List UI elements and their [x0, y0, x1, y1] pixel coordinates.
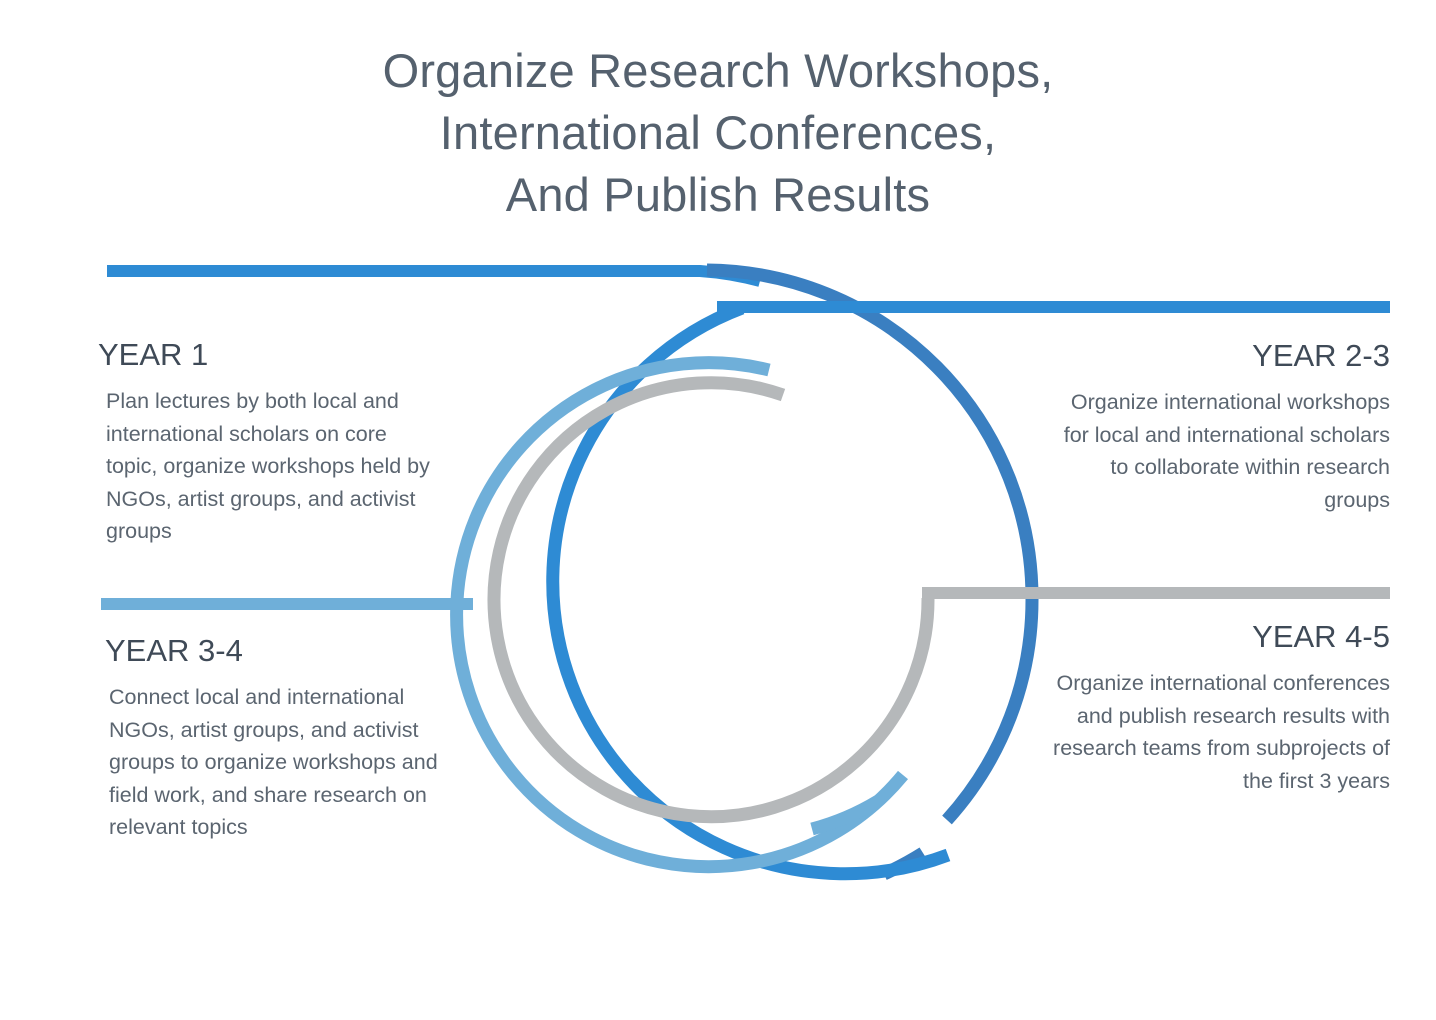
stage-year-2-3: YEAR 2-3 Organize international workshop…: [1040, 337, 1390, 516]
stage-year-1: YEAR 1 Plan lectures by both local and i…: [98, 336, 443, 548]
stage-year-2-3-body: Organize international workshops for loc…: [1063, 390, 1390, 512]
stage-year-2-3-label: YEAR 2-3: [1252, 338, 1390, 373]
mid-right-connector-line: [922, 587, 1390, 599]
mid-left-connector-line: [101, 598, 473, 610]
light-blue-accent-segment: [810, 795, 882, 836]
stage-year-1-body: Plan lectures by both local and internat…: [106, 389, 430, 543]
page-title: Organize Research Workshops, Internation…: [0, 40, 1436, 226]
light-blue-ring: [450, 356, 909, 874]
stage-year-3-4: YEAR 3-4 Connect local and international…: [105, 632, 450, 844]
page-title-line-1: Organize Research Workshops,: [382, 44, 1054, 97]
stage-year-3-4-body: Connect local and international NGOs, ar…: [109, 685, 438, 839]
gray-ring: [487, 376, 935, 824]
page-title-line-2: International Conferences,: [439, 106, 997, 159]
stage-year-4-5-label: YEAR 4-5: [1252, 619, 1390, 654]
page-title-line-3: And Publish Results: [505, 168, 931, 221]
stage-year-1-label: YEAR 1: [98, 337, 209, 372]
top-right-connector-line: [717, 301, 1390, 313]
stage-year-3-4-label: YEAR 3-4: [105, 633, 243, 668]
stage-year-4-5: YEAR 4-5 Organize international conferen…: [1020, 618, 1390, 797]
stage-year-4-5-body: Organize international conferences and p…: [1053, 671, 1390, 793]
outer-steel-blue-ring: [706, 263, 1039, 825]
bright-blue-ring: [546, 301, 951, 881]
top-left-connector-line: [107, 265, 762, 287]
